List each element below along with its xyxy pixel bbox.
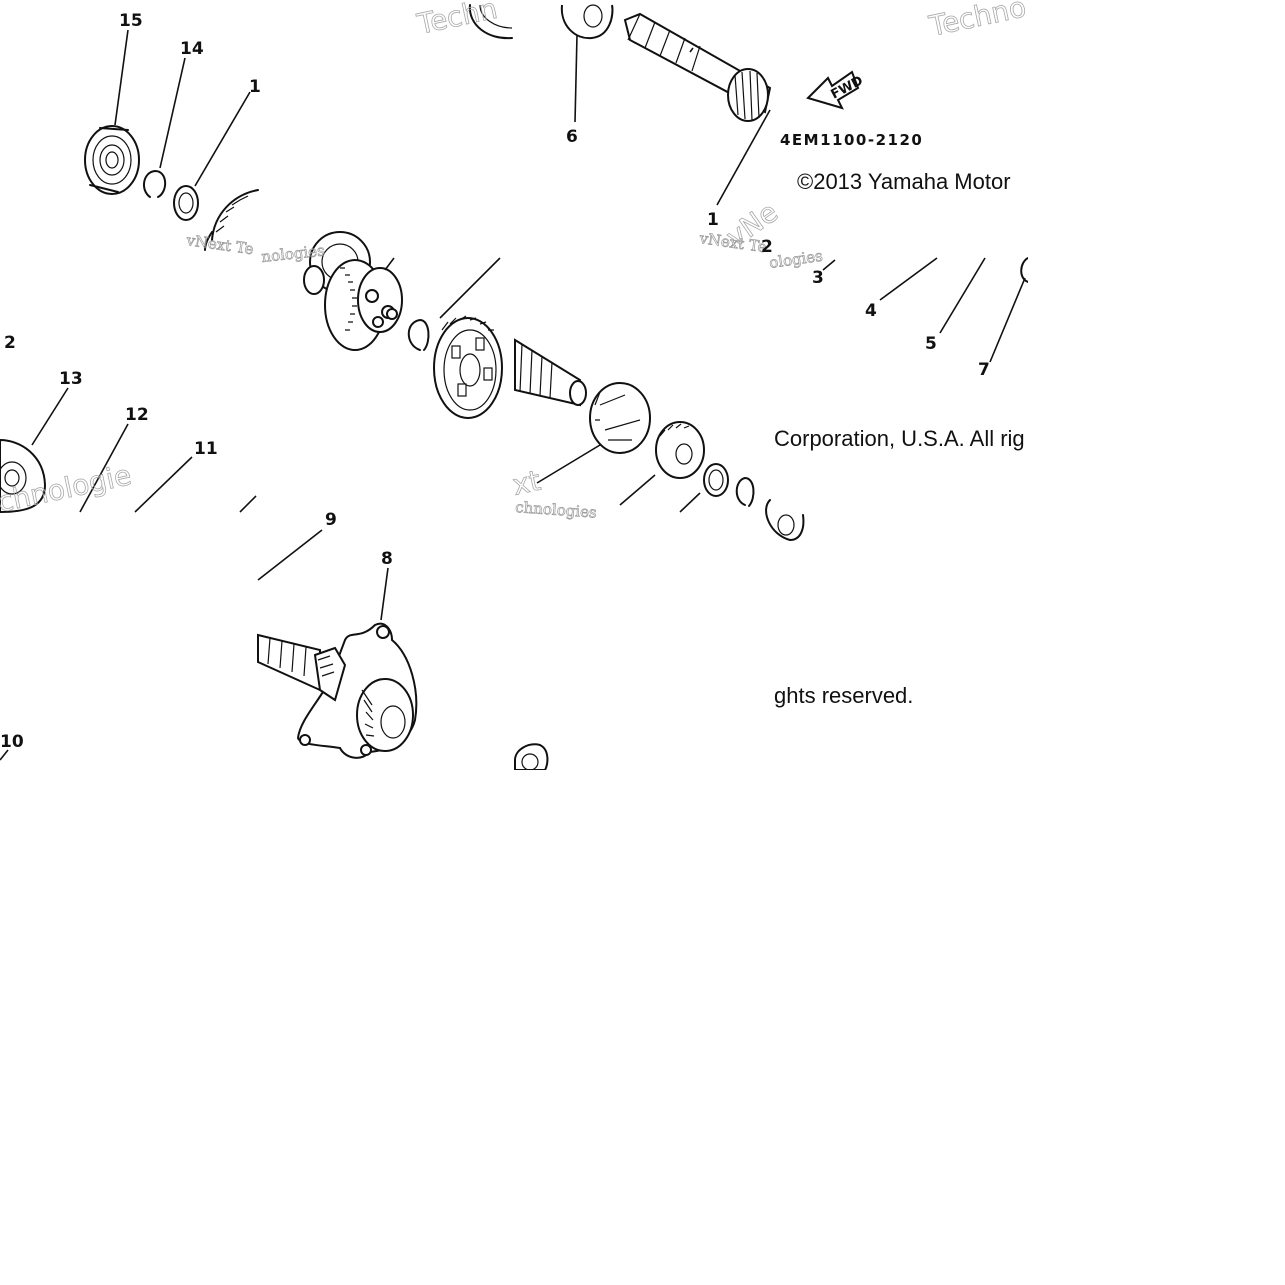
callout-numbers: 15 14 1 6 1 2 3 4 5 7 2 13 12 11 9 8 10: [0, 11, 990, 752]
callout-1-top-right: 1: [707, 210, 719, 230]
watermark-4: Techno: [926, 0, 1029, 43]
gear-part-right: [655, 421, 705, 479]
callout-5: 5: [925, 334, 937, 354]
callout-7: 7: [978, 360, 990, 380]
callout-8: 8: [381, 549, 393, 569]
callout-6: 6: [566, 127, 578, 147]
housing-8-part: [257, 622, 418, 759]
shaft-part-center: [514, 338, 587, 407]
watermark-3: Techn: [414, 0, 501, 41]
gear-hub-assembly-part: [324, 259, 403, 351]
callout-3: 3: [812, 268, 824, 288]
bearing-partial-right: [765, 499, 805, 541]
gear-partial-top-left: [204, 189, 259, 251]
callout-15: 15: [119, 11, 143, 31]
dog-clutch-part: [589, 382, 651, 454]
blank-area: [0, 770, 1285, 1285]
callout-11: 11: [194, 439, 218, 459]
callout-14: 14: [180, 39, 204, 59]
callout-10: 10: [0, 732, 24, 752]
washer-part: [173, 185, 199, 221]
copyright-line-1: ©2013 Yamaha Motor: [797, 169, 1011, 194]
bearing-15-part: [84, 125, 140, 195]
circlip-14-part: [143, 170, 167, 198]
bearing-partial-top: [468, 4, 513, 40]
callout-13: 13: [59, 369, 83, 389]
blank-area-right: [1028, 0, 1285, 770]
copyright-line-3: ghts reserved.: [774, 683, 913, 708]
watermark-7: xt: [510, 464, 544, 502]
washer-part-right: [703, 463, 729, 497]
circlip-part-center: [407, 319, 430, 351]
bearing-13-part: [0, 438, 47, 514]
bearing-partial-bottom: [514, 743, 549, 771]
copyright-line-2: Corporation, U.S.A. All rig: [774, 426, 1025, 451]
callout-12: 12: [125, 405, 149, 425]
bearing-6-part: [560, 4, 614, 40]
callout-1-top-left: 1: [249, 77, 261, 97]
callout-4: 4: [865, 301, 877, 321]
watermark-8: chnologies: [515, 498, 598, 522]
part-code: 4EM1100-2120: [780, 131, 923, 149]
circlip-part-right: [735, 477, 755, 507]
fwd-arrow-icon: FWD: [806, 70, 866, 110]
callout-9: 9: [325, 510, 337, 530]
watermark-1: vNext Te: [184, 231, 254, 258]
callout-2-top: 2: [761, 237, 773, 257]
gear-part-center: [433, 315, 503, 419]
callout-2-left: 2: [4, 333, 16, 353]
main-shaft-top-part: [623, 12, 772, 122]
